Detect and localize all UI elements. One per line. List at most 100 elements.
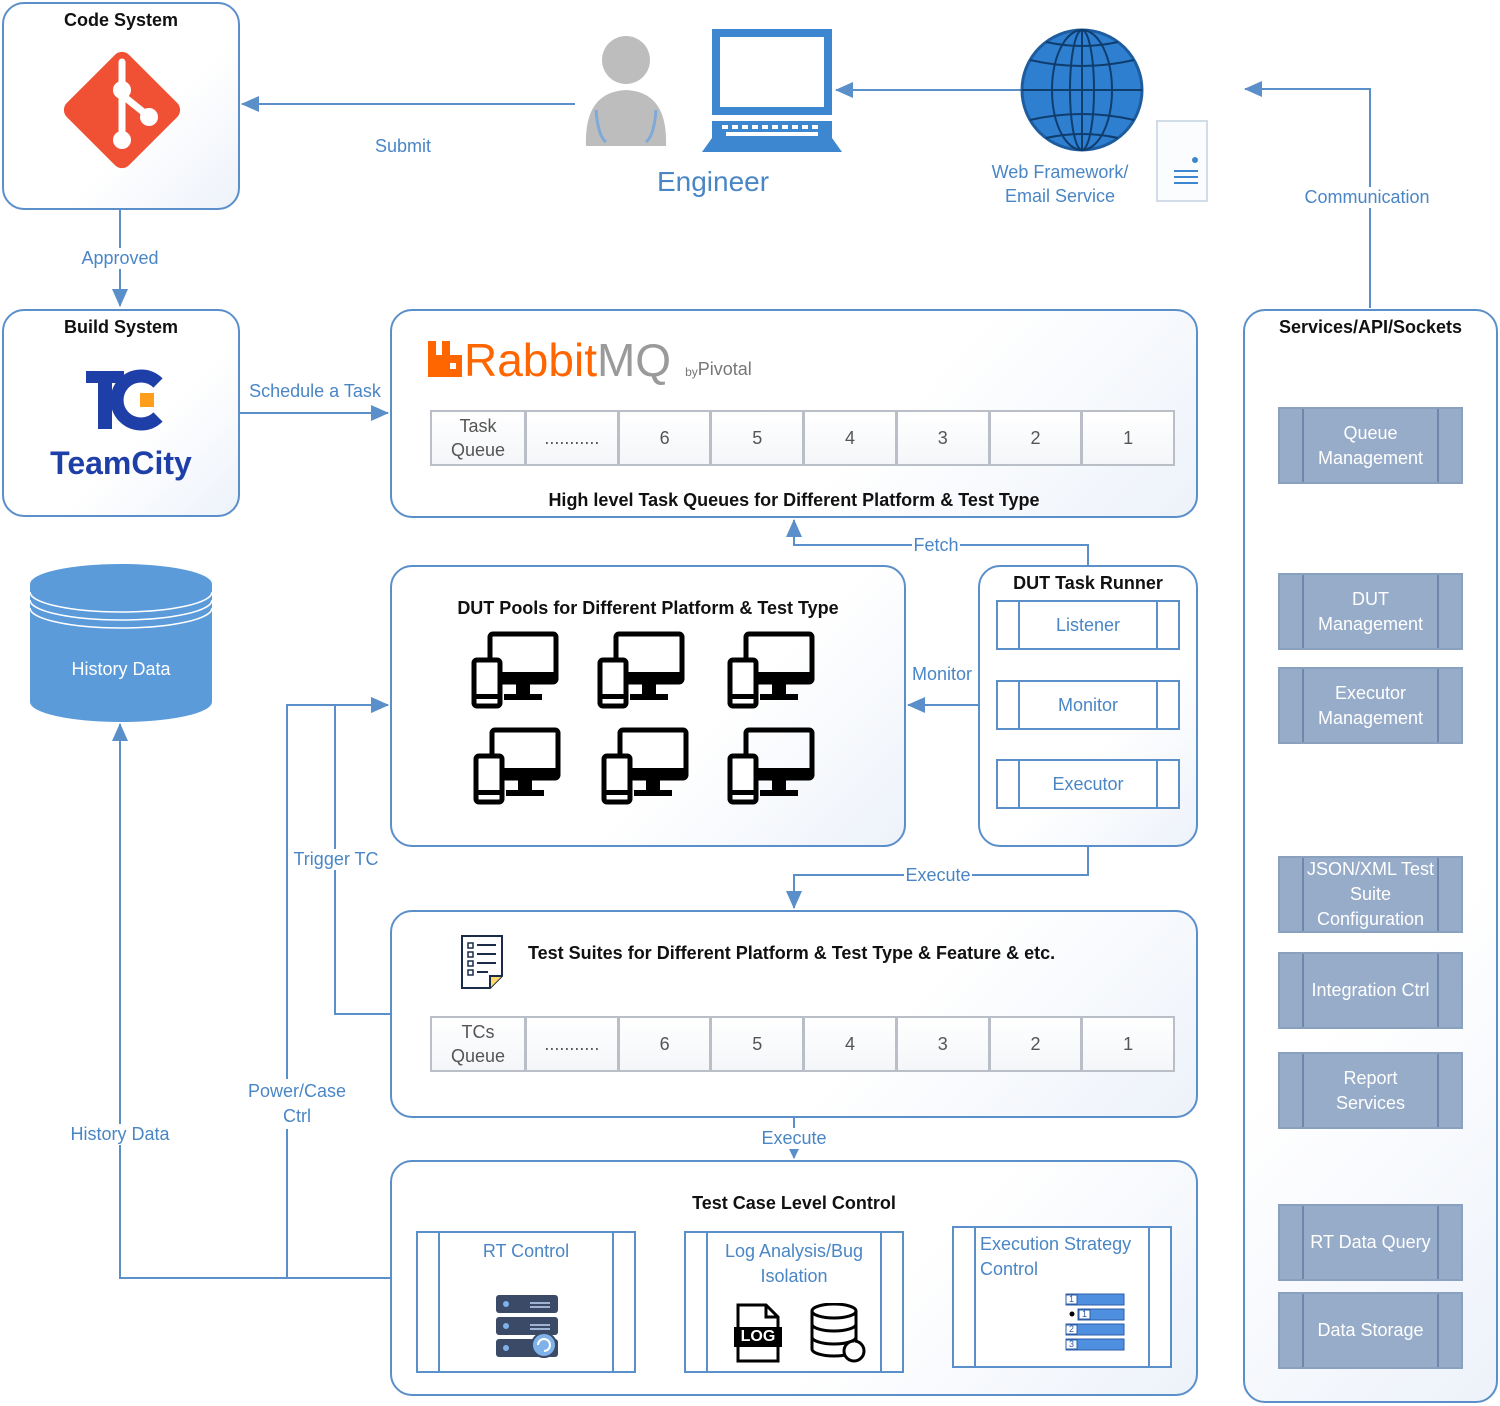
dut-pools-title: DUT Pools for Different Platform & Test …: [457, 598, 839, 618]
exec-label-line1: Execution Strategy: [980, 1234, 1132, 1254]
services-title: Services/API/Sockets: [1278, 317, 1463, 337]
power-label-line1: Power/Case: [247, 1081, 347, 1101]
approved-label: Approved: [70, 248, 170, 269]
power-label: Power/Case Ctrl: [244, 1079, 350, 1129]
globe-icon: [1020, 28, 1144, 152]
history-label: History Data: [64, 1124, 176, 1145]
rabbitmq-logo-by: by: [685, 365, 698, 379]
log-icon-text: LOG: [740, 1328, 776, 1345]
rt-control-label: RT Control: [482, 1241, 570, 1261]
executor-box[interactable]: Executor: [996, 759, 1180, 809]
code-system-title: Code System: [63, 10, 179, 30]
power-line: [286, 697, 390, 1279]
task-queue-cell: 5: [712, 412, 806, 464]
tcs-queue-head-line2: Queue: [450, 1046, 506, 1066]
history-database-icon: [29, 564, 213, 722]
rt-control-box[interactable]: RT Control: [416, 1231, 636, 1373]
history-database-label: History Data: [71, 659, 171, 679]
tcs-queue-head: TCs Queue: [432, 1018, 527, 1070]
exec-strategy-label: Execution Strategy Control: [980, 1232, 1131, 1282]
dut-device-icon: [604, 730, 686, 802]
task-queue-head-line2: Queue: [450, 440, 506, 460]
task-queue-cell: 3: [897, 412, 991, 464]
svc-line: Queue: [1343, 422, 1398, 443]
tcs-queue-cell: 3: [897, 1018, 991, 1070]
tcs-queue-cell: ...........: [527, 1018, 620, 1070]
exec-label-line2: Control: [980, 1259, 1039, 1279]
svc-line: Management: [1317, 447, 1424, 468]
dut-device-icon: [474, 634, 556, 706]
rabbitmq-logo: Rabbit MQ by Pivotal: [428, 333, 752, 383]
log-analysis-label: Log Analysis/Bug Isolation: [686, 1239, 902, 1289]
data-storage-box[interactable]: Data Storage: [1278, 1292, 1463, 1369]
communication-label: Communication: [1296, 187, 1438, 208]
log-label-line2: Isolation: [760, 1266, 828, 1286]
engineer-computer-icon: [702, 29, 842, 152]
dut-device-icon: [730, 730, 812, 802]
task-queue-head: Task Queue: [432, 412, 527, 464]
task-queue-cell: 1: [1083, 412, 1174, 464]
tcs-queue-head-line1: TCs: [461, 1022, 495, 1042]
fetch-label: Fetch: [912, 535, 960, 556]
tcs-queue-cell: 2: [990, 1018, 1084, 1070]
svc-line: Suite: [1349, 884, 1391, 904]
power-label-line2: Ctrl: [283, 1106, 311, 1126]
tcs-queue-cell: 4: [805, 1018, 898, 1070]
priority-number: 1: [1068, 1294, 1074, 1304]
svc-line: Data Storage: [1317, 1320, 1424, 1340]
server-doc-icon: [1156, 120, 1208, 202]
exec-strategy-box[interactable]: Execution Strategy Control 1 1 2 3: [952, 1226, 1172, 1368]
rabbitmq-panel: Rabbit MQ by Pivotal Task Queue ........…: [390, 309, 1198, 518]
rt-data-query-box[interactable]: RT Data Query: [1278, 1204, 1463, 1281]
svc-line: Management: [1317, 707, 1424, 728]
task-queue-head-line1: Task: [459, 416, 497, 436]
svc-line: RT Data Query: [1310, 1232, 1431, 1252]
log-analysis-box[interactable]: Log Analysis/Bug Isolation LOG: [684, 1231, 904, 1373]
web-label-line1: Web Framework/: [991, 162, 1129, 182]
tcs-queue-cell: 6: [619, 1018, 713, 1070]
submit-label: Submit: [374, 136, 432, 156]
communication-line: [1244, 81, 1371, 308]
teamcity-logo-icon: [86, 369, 163, 431]
code-system-panel: Code System: [2, 2, 240, 210]
task-queue-cell: 4: [805, 412, 898, 464]
history-line: [112, 723, 390, 1279]
dut-device-icon: [730, 634, 812, 706]
log-file-icon: [734, 1303, 782, 1363]
web-framework-label: Web Framework/ Email Service: [980, 160, 1140, 208]
tcs-queue-cell: 5: [712, 1018, 806, 1070]
build-system-panel: Build System TeamCity: [2, 309, 240, 517]
svc-line: JSON/XML Test: [1306, 859, 1435, 879]
database-refresh-icon: [810, 1303, 866, 1363]
dut-device-icon: [476, 730, 558, 802]
engineer-person-icon: [585, 36, 667, 146]
task-queue-cell: ...........: [527, 412, 620, 464]
rabbitmq-logo-main: Rabbit: [464, 334, 597, 386]
task-queue-cell: 2: [990, 412, 1084, 464]
build-system-title: Build System: [63, 317, 179, 337]
priority-number: 2: [1068, 1324, 1074, 1334]
rabbitmq-logo-icon: [428, 341, 462, 377]
rabbitmq-logo-mq: MQ: [596, 334, 672, 386]
priority-list-icon: [1065, 1293, 1125, 1351]
svc-line: Executor: [1334, 682, 1407, 703]
test-suites-panel: Test Suites for Different Platform & Tes…: [390, 910, 1198, 1118]
teamcity-logo-text: TeamCity: [50, 445, 192, 481]
integration-ctrl-box[interactable]: Integration Ctrl: [1278, 952, 1463, 1029]
monitor-box[interactable]: Monitor: [996, 680, 1180, 730]
priority-number: 1: [1081, 1309, 1087, 1319]
log-label-line1: Log Analysis/Bug: [724, 1241, 864, 1261]
svc-line: Services: [1335, 1092, 1406, 1113]
priority-number: 3: [1068, 1339, 1074, 1349]
task-queue: Task Queue ........... 6 5 4 3 2 1: [430, 410, 1175, 466]
svc-line: DUT: [1351, 588, 1389, 609]
listener-box[interactable]: Listener: [996, 600, 1180, 650]
dut-device-icon: [600, 634, 682, 706]
tcs-queue: TCs Queue ........... 6 5 4 3 2 1: [430, 1016, 1175, 1072]
tcs-queue-cell: 1: [1083, 1018, 1174, 1070]
